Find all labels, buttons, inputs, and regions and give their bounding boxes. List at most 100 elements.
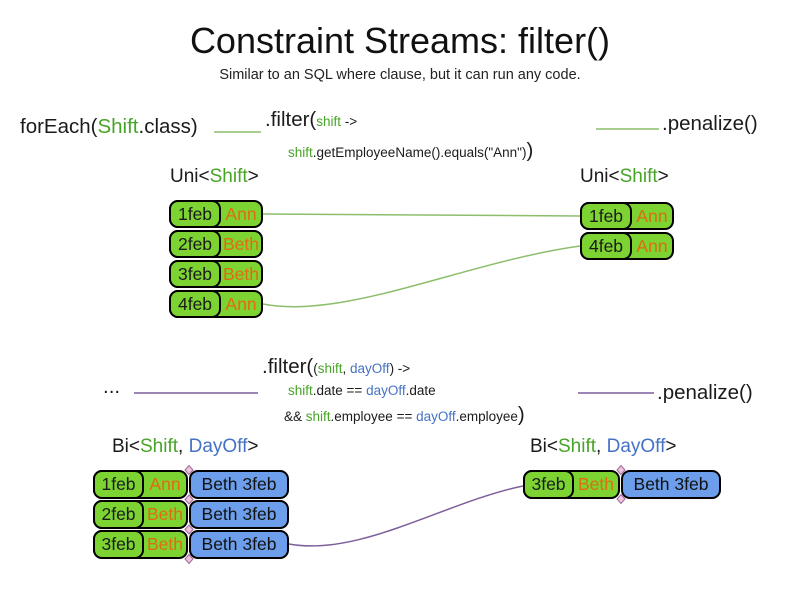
- heading-close: >: [247, 436, 259, 457]
- filter-method-open: .filter(: [262, 355, 314, 378]
- cond-op: .employee ==: [330, 409, 417, 424]
- shift-employee-cell: Ann: [636, 205, 668, 226]
- shift-employee-cell: Ann: [225, 293, 257, 314]
- uni-filter-code-line2: shift.getEmployeeName().equals("Ann")): [288, 139, 533, 163]
- shift-date-cell: 3feb: [93, 530, 144, 559]
- shift-box: 1feb Ann: [93, 470, 188, 499]
- shift-date-cell: 2feb: [169, 230, 221, 258]
- heading-open: Bi<: [530, 436, 558, 457]
- bi-filter-code-line1: .filter((shift, dayOff) ->: [262, 355, 410, 379]
- foreach-open: forEach(: [20, 115, 98, 138]
- table-row: 1feb Ann Beth 3feb: [93, 470, 289, 499]
- bi-source-ellipsis: ...: [103, 375, 121, 398]
- table-row: 3feb Beth Beth 3feb: [523, 470, 721, 499]
- bi-filter-code-line2: shift.date == dayOff.date: [288, 383, 436, 399]
- cond-shift-token: shift: [288, 383, 313, 398]
- cond-op: .date ==: [312, 383, 367, 398]
- bi-penalize-code: .penalize(): [657, 381, 753, 404]
- connector-uni-row1-to-output: [262, 213, 581, 217]
- shift-date-cell: 2feb: [93, 500, 144, 529]
- heading-close: >: [657, 166, 669, 187]
- bi-output-heading: Bi<Shift, DayOff>: [530, 436, 676, 458]
- shift-box: 2feb Beth: [93, 500, 188, 529]
- uni-output-heading: Uni<Shift>: [580, 166, 669, 188]
- filter-params-open: (: [313, 361, 318, 376]
- table-row: 2feb Beth Beth 3feb: [93, 500, 289, 529]
- shift-employee-cell: Ann: [225, 203, 257, 224]
- cond-and: &&: [284, 409, 306, 424]
- page-subtitle: Similar to an SQL where clause, but it c…: [219, 67, 581, 83]
- shift-date-cell: 3feb: [523, 470, 574, 499]
- bi-input-table: 1feb Ann Beth 3feb 2feb Beth Beth 3feb 3…: [93, 470, 289, 559]
- heading-open: Uni<: [170, 166, 210, 187]
- table-row: 3feb Beth Beth 3feb: [93, 530, 289, 559]
- table-row: 2feb Beth: [169, 230, 263, 258]
- uni-input-heading: Uni<Shift>: [170, 166, 259, 188]
- connector-uni-row4-to-output: [262, 245, 581, 308]
- connector-bi-row3-to-output: [288, 485, 524, 547]
- uni-output-table: 1feb Ann 4feb Ann: [580, 202, 674, 260]
- heading-dayoff-type: DayOff: [188, 436, 248, 457]
- filter-method-open: .filter(: [265, 108, 317, 131]
- bi-input-heading: Bi<Shift, DayOff>: [112, 436, 258, 458]
- shift-date-cell: 3feb: [169, 260, 221, 288]
- heading-shift-type: Shift: [558, 436, 597, 457]
- dayoff-box: Beth 3feb: [621, 470, 721, 499]
- cond-dayoff-token: dayOff: [416, 409, 456, 424]
- dayoff-box: Beth 3feb: [189, 530, 289, 559]
- filter-arrow: ->: [341, 114, 358, 129]
- cond-shift-token: shift: [305, 409, 331, 424]
- bi-filter-code-line3: && shift.employee == dayOff.employee): [284, 403, 525, 427]
- filter-lambda-param: shift: [316, 114, 342, 129]
- uni-filter-code-line1: .filter(shift ->: [265, 108, 357, 132]
- heading-dayoff-type: DayOff: [606, 436, 666, 457]
- heading-comma: ,: [596, 436, 607, 457]
- heading-open: Bi<: [112, 436, 140, 457]
- heading-comma: ,: [178, 436, 189, 457]
- shift-date-cell: 1feb: [169, 200, 221, 228]
- table-row: 3feb Beth: [169, 260, 263, 288]
- heading-close: >: [247, 166, 259, 187]
- heading-shift-type: Shift: [140, 436, 179, 457]
- dayoff-box: Beth 3feb: [189, 470, 289, 499]
- filter-param-comma: ,: [342, 361, 351, 376]
- cond-end: .employee: [455, 409, 518, 424]
- dayoff-box: Beth 3feb: [189, 500, 289, 529]
- shift-employee-cell: Ann: [636, 235, 668, 256]
- shift-employee-cell: Beth: [223, 263, 259, 284]
- cond-end: .date: [405, 383, 436, 398]
- filter-params-close-arrow: ) ->: [389, 361, 411, 376]
- heading-close: >: [665, 436, 677, 457]
- filter-method-close: ): [517, 403, 525, 426]
- heading-open: Uni<: [580, 166, 620, 187]
- heading-shift-type: Shift: [619, 166, 658, 187]
- shift-date-cell: 4feb: [580, 232, 632, 260]
- bi-output-table: 3feb Beth Beth 3feb: [523, 470, 721, 499]
- filter-param-dayoff: dayOff: [350, 361, 390, 376]
- shift-box: 3feb Beth: [523, 470, 620, 499]
- shift-box: 3feb Beth: [93, 530, 188, 559]
- page-title: Constraint Streams: filter(): [189, 20, 611, 61]
- foreach-class-token: Shift: [97, 115, 139, 138]
- foreach-code: forEach(Shift.class): [20, 115, 198, 139]
- heading-shift-type: Shift: [209, 166, 248, 187]
- table-row: 4feb Ann: [169, 290, 263, 318]
- shift-employee-cell: Beth: [147, 504, 183, 524]
- shift-employee-cell: Beth: [223, 233, 259, 254]
- table-row: 1feb Ann: [580, 202, 674, 230]
- shift-employee-cell: Ann: [149, 474, 181, 494]
- table-row: 1feb Ann: [169, 200, 263, 228]
- table-row: 4feb Ann: [580, 232, 674, 260]
- shift-employee-cell: Beth: [578, 474, 614, 494]
- filter-body-param: shift: [288, 145, 313, 160]
- uni-penalize-code: .penalize(): [662, 112, 758, 135]
- shift-date-cell: 4feb: [169, 290, 221, 318]
- filter-method-close: ): [526, 139, 534, 162]
- filter-body-call: .getEmployeeName().equals("Ann"): [312, 145, 527, 160]
- shift-employee-cell: Beth: [147, 534, 183, 554]
- uni-input-table: 1feb Ann 2feb Beth 3feb Beth 4feb Ann: [169, 200, 263, 318]
- shift-date-cell: 1feb: [93, 470, 144, 499]
- filter-param-shift: shift: [317, 361, 343, 376]
- foreach-close: .class): [138, 115, 198, 138]
